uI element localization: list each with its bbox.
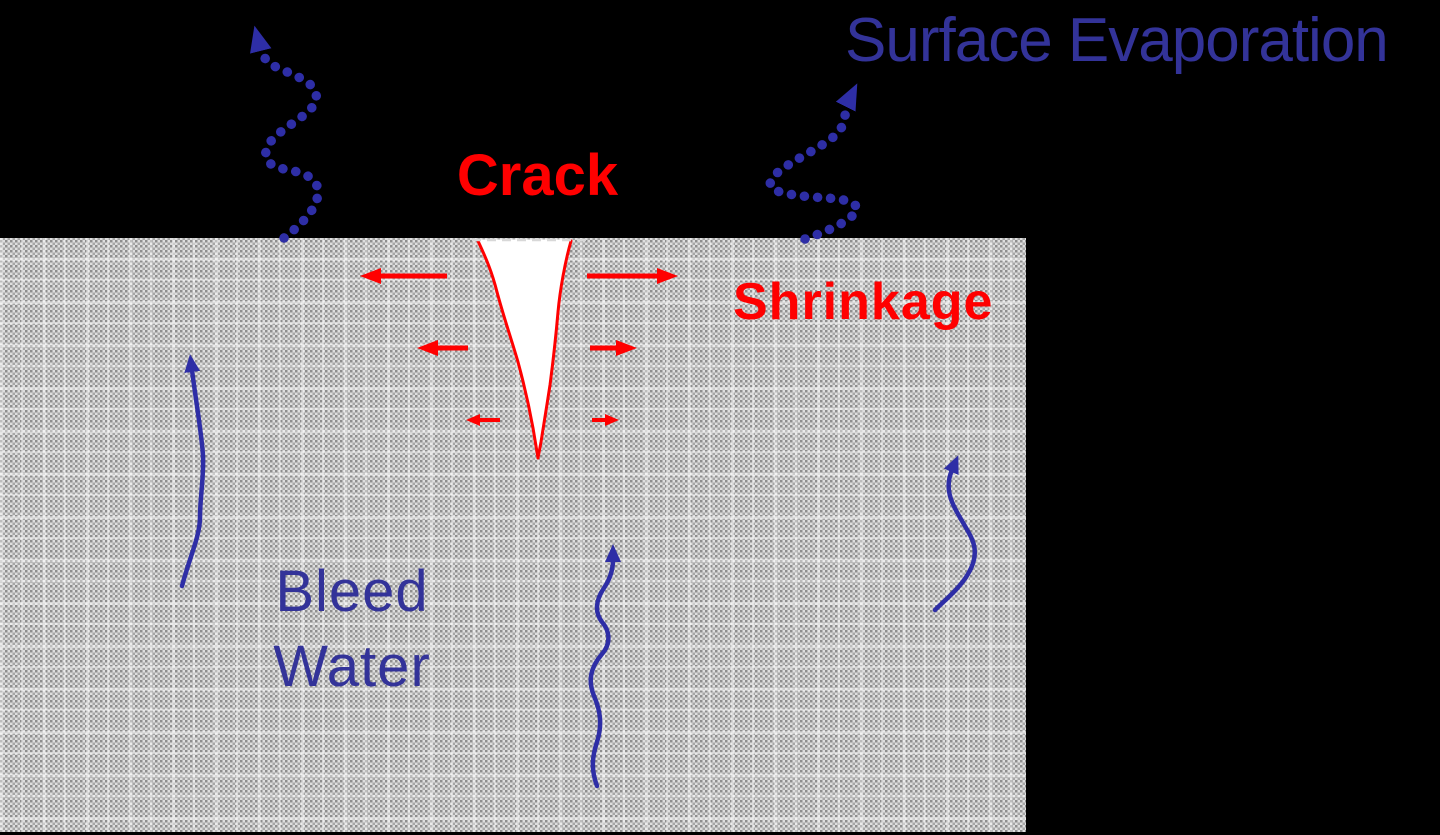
crack-shape	[472, 238, 588, 460]
crack-label: Crack	[456, 143, 619, 208]
bleed-water-arrow-right	[932, 455, 978, 613]
shrinkage-label: Shrinkage	[733, 273, 994, 331]
surface-evaporation-label: Surface Evaporation	[845, 6, 1389, 75]
bleed-water-arrow-left	[179, 354, 206, 589]
bleed-water-arrow-center	[588, 544, 621, 789]
crack-right-edge	[536, 239, 573, 460]
evaporation-arrow-left	[250, 25, 323, 243]
crack-left-edge	[476, 239, 540, 460]
evaporation-arrow-right	[765, 83, 862, 244]
bleed-water-label: Bleed Water	[273, 559, 431, 699]
